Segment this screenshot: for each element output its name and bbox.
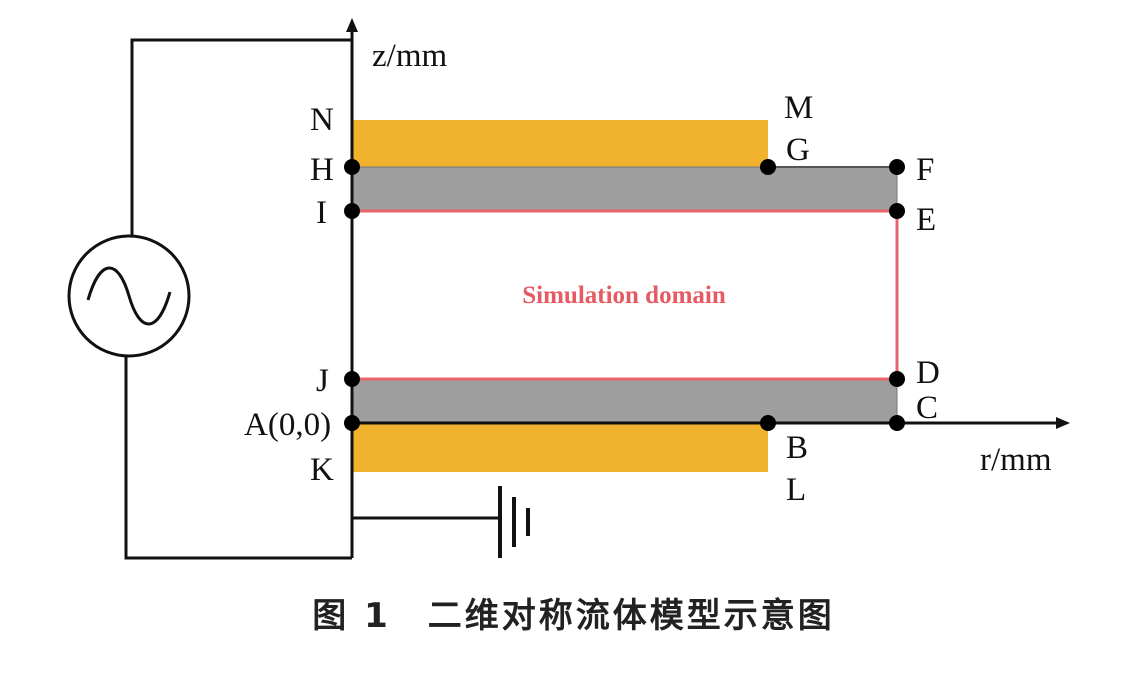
upper-dielectric bbox=[351, 166, 898, 212]
label-E: E bbox=[916, 202, 936, 238]
point-I-marker bbox=[344, 203, 360, 219]
label-I: I bbox=[316, 195, 327, 231]
label-M: M bbox=[784, 90, 813, 126]
point-J-marker bbox=[344, 371, 360, 387]
z-axis-arrow bbox=[346, 18, 358, 32]
source-wire bbox=[130, 38, 352, 238]
point-C-marker bbox=[889, 415, 905, 431]
lower-electrode bbox=[352, 423, 768, 472]
r-axis-arrow bbox=[1056, 417, 1070, 429]
point-G-marker bbox=[760, 159, 776, 175]
point-B-marker bbox=[760, 415, 776, 431]
r-axis-label: r/mm bbox=[980, 442, 1052, 478]
label-L: L bbox=[786, 472, 806, 508]
label-C: C bbox=[916, 390, 938, 426]
z-axis-label: z/mm bbox=[372, 38, 447, 74]
point-A-marker bbox=[344, 415, 360, 431]
label-N: N bbox=[310, 102, 334, 138]
sine-wave-icon bbox=[86, 266, 172, 326]
label-B: B bbox=[786, 430, 808, 466]
label-D: D bbox=[916, 355, 940, 391]
label-K: K bbox=[310, 452, 334, 488]
label-A: A(0,0) bbox=[244, 407, 331, 443]
point-D-marker bbox=[889, 371, 905, 387]
label-F: F bbox=[916, 152, 934, 188]
simulation-domain-label: Simulation domain bbox=[522, 282, 726, 309]
point-H-marker bbox=[344, 159, 360, 175]
figure-caption: 图 1 二维对称流体模型示意图 bbox=[312, 596, 835, 636]
label-G: G bbox=[786, 132, 810, 168]
point-F-marker bbox=[889, 159, 905, 175]
label-J: J bbox=[316, 363, 329, 399]
point-E-marker bbox=[889, 203, 905, 219]
upper-electrode bbox=[352, 120, 768, 167]
source-wire-bottom bbox=[124, 355, 352, 560]
lower-dielectric bbox=[351, 378, 898, 424]
label-H: H bbox=[310, 152, 334, 188]
